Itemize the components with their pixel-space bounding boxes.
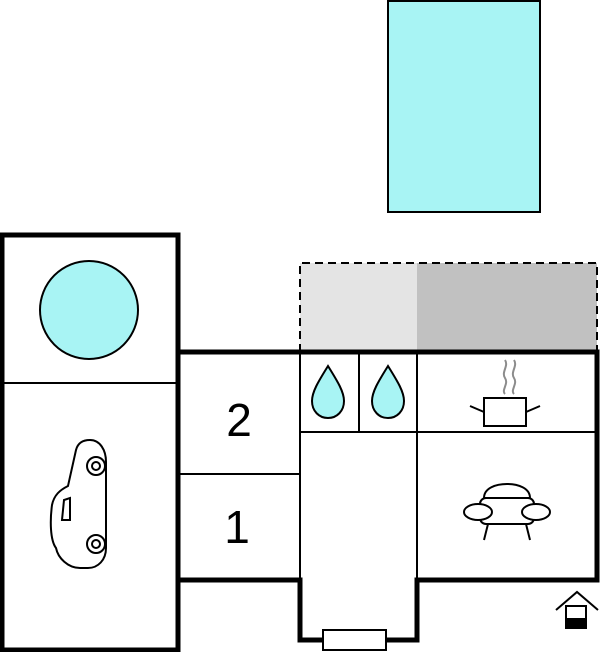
house-outline: [178, 349, 600, 643]
terrace-outline: [299, 262, 598, 352]
water-drop-icon: [310, 364, 346, 420]
water-drop-icon: [370, 364, 406, 420]
bedroom-number-2: 2: [226, 394, 252, 446]
terrace-left: [300, 263, 417, 352]
entrance-house-icon: [555, 590, 599, 629]
pool-icon: [387, 0, 541, 213]
bedroom-number-1: 1: [224, 501, 250, 553]
entrance-door: [322, 629, 387, 651]
interior-walls: [178, 352, 597, 580]
hot-tub-icon: [39, 260, 139, 360]
cooking-pot-icon: [469, 359, 541, 427]
garage-outline: [0, 232, 181, 652]
terrace-right: [417, 263, 597, 352]
sofa-icon: [463, 482, 551, 541]
car-icon: [49, 438, 107, 569]
